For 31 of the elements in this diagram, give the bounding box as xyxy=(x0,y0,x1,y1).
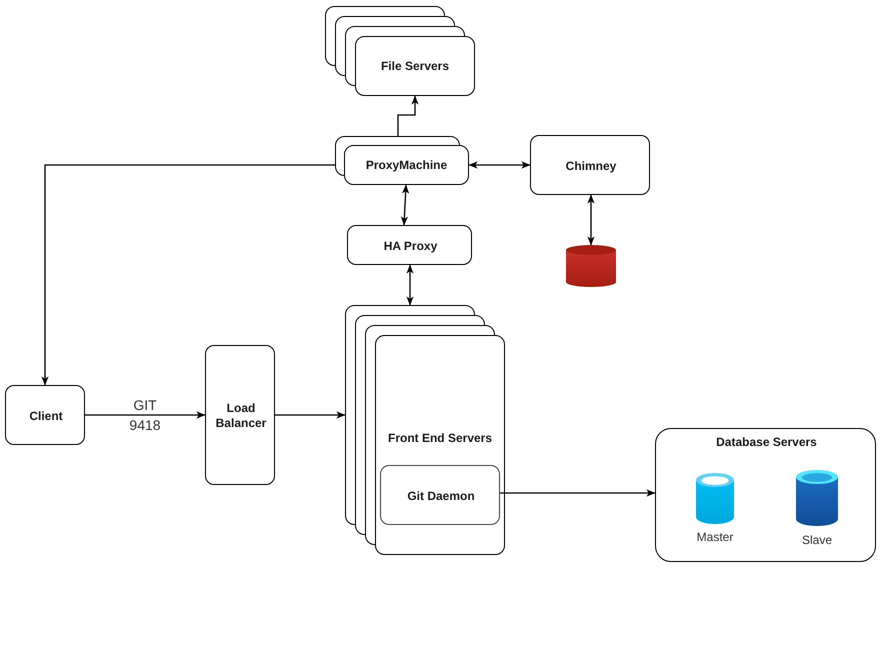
icon-caption: Master xyxy=(696,530,734,545)
box-label: Front End Servers xyxy=(388,431,492,446)
arrow xyxy=(406,264,414,306)
edge-label: GIT 9418 xyxy=(129,396,161,435)
process-box xyxy=(530,135,650,195)
process-box xyxy=(380,465,500,525)
group-box xyxy=(655,428,876,562)
arrow xyxy=(275,411,346,419)
box-label: Chimney xyxy=(566,158,616,174)
arrow xyxy=(587,194,595,246)
group-title: Database Servers xyxy=(716,435,817,450)
box-label: Load Balancer xyxy=(214,401,268,431)
box-label: HA Proxy xyxy=(384,238,438,254)
box-label: File Servers xyxy=(380,58,450,74)
icon-caption: Slave xyxy=(802,532,832,548)
process-box xyxy=(5,385,85,445)
box-label: ProxyMachine xyxy=(366,158,448,172)
process-box xyxy=(205,345,275,485)
box-label: Git Daemon xyxy=(407,488,475,504)
arrow xyxy=(468,161,530,169)
arrow xyxy=(85,411,206,419)
server-stack xyxy=(325,6,475,96)
process-box xyxy=(347,225,472,265)
server-stack xyxy=(345,305,505,555)
arrow xyxy=(41,164,335,386)
box-label: Client xyxy=(29,408,63,424)
arrow xyxy=(400,184,410,226)
database-icon xyxy=(566,245,616,287)
arrow xyxy=(397,96,419,136)
arrow xyxy=(500,489,656,497)
server-stack xyxy=(335,136,469,185)
